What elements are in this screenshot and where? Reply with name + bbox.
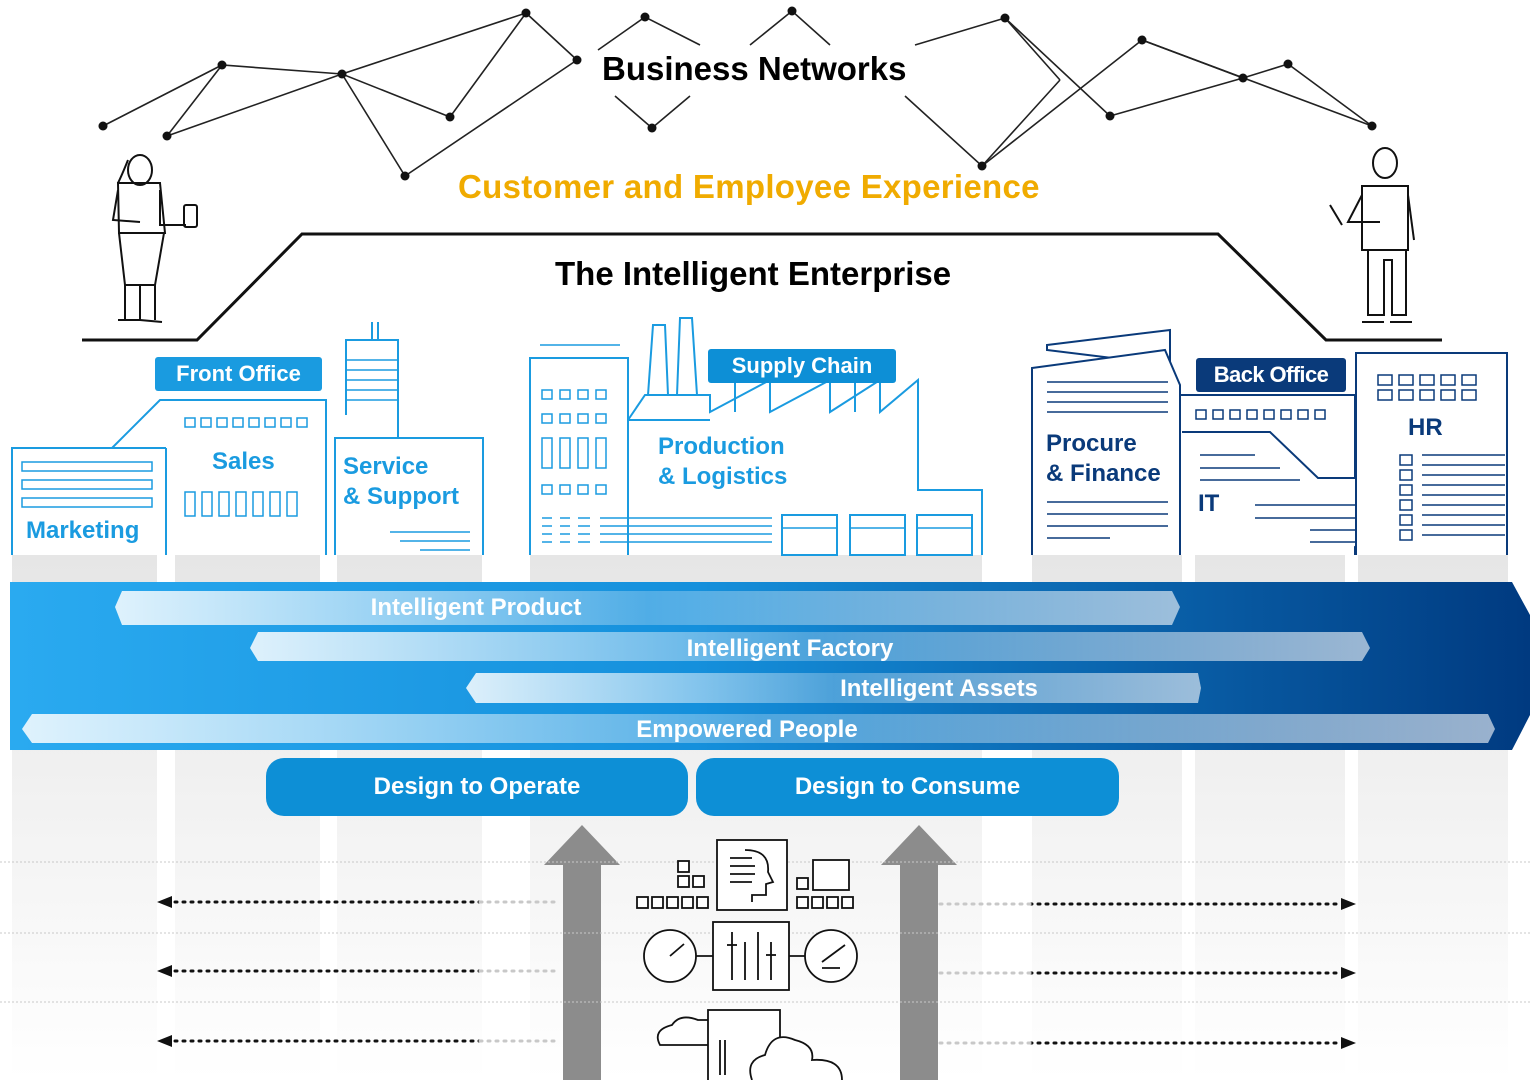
gauge-controls-icon [643, 921, 858, 991]
intelligent-product-band: Intelligent Product [370, 594, 582, 621]
procure-label-line1: Procure [1046, 430, 1137, 457]
arrow-heads [157, 896, 1356, 1049]
enterprise-title: The Intelligent Enterprise [555, 255, 952, 292]
band-arrows [22, 591, 1495, 743]
production-label-line1: Production [658, 433, 785, 460]
back-office-tag-bg [1196, 358, 1346, 392]
ai-brain-icon [716, 839, 788, 911]
service-label-line2: & Support [343, 483, 459, 510]
supply-chain-buildings [529, 317, 983, 556]
supply-chain-tag: Supply Chain [731, 353, 873, 378]
back-office-tag: Back Office [1213, 362, 1329, 387]
it-label: IT [1198, 490, 1220, 517]
intelligent-factory-band: Intelligent Factory [686, 635, 894, 662]
service-label-line1: Service [343, 453, 429, 480]
intelligent-assets-band: Intelligent Assets [840, 675, 1038, 702]
design-to-consume-button[interactable]: Design to Consume [696, 758, 1119, 816]
back-office-windows [1047, 374, 1505, 543]
network-nodes [98, 6, 1377, 181]
blocks-right-icon [796, 859, 854, 909]
design-to-operate-button[interactable]: Design to Operate [266, 758, 688, 816]
sales-label: Sales [212, 448, 275, 475]
supply-chain-tag-bg [708, 349, 896, 383]
front-office-windows [184, 417, 308, 517]
empowered-people-band: Empowered People [636, 716, 858, 743]
person-left-icon [111, 154, 198, 323]
enterprise-outline [82, 232, 1442, 342]
person-right-icon [1329, 147, 1415, 323]
experience-title: Customer and Employee Experience [458, 168, 1040, 205]
business-networks-title: Business Networks [600, 50, 909, 88]
dotted-arrows [173, 900, 1342, 1045]
up-arrows [544, 825, 957, 1080]
cloud-server-icon [656, 1009, 843, 1080]
production-label-line2: & Logistics [658, 463, 788, 490]
back-office-buildings [1031, 328, 1508, 555]
hr-label: HR [1408, 414, 1443, 441]
front-office-tag: Front Office [176, 361, 301, 386]
marketing-label: Marketing [26, 517, 140, 544]
network-lines [102, 9, 1373, 178]
procure-label-line2: & Finance [1046, 460, 1161, 487]
supply-chain-windows [541, 389, 772, 543]
front-office-tag-bg [155, 357, 322, 391]
dotted-arrows-fade [478, 900, 1032, 1045]
blocks-left-icon [636, 860, 709, 909]
